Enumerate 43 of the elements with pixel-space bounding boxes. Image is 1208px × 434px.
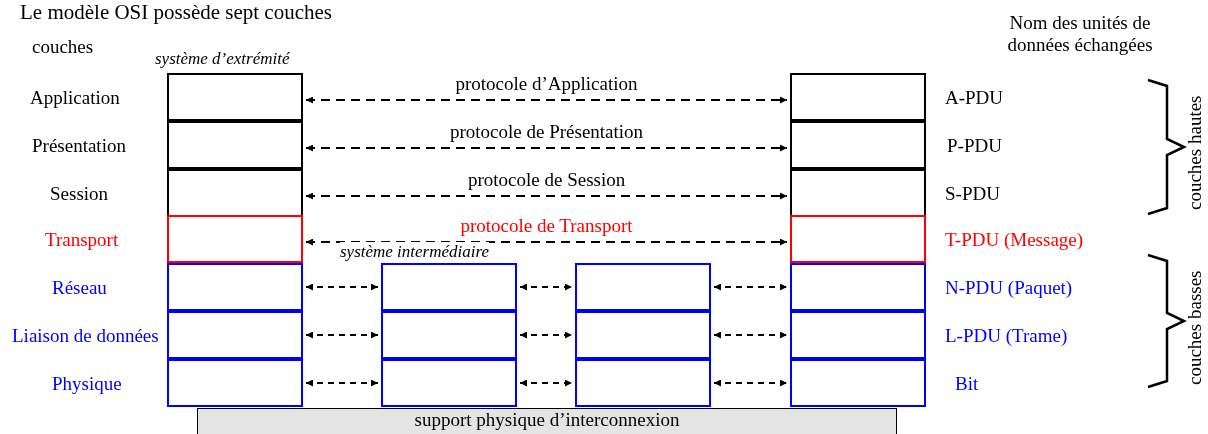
layer-box [167,263,303,311]
pdu-name: L-PDU (Trame) [945,325,1068,347]
layer-name: Session [50,183,109,205]
layer-box [790,73,926,121]
layer-name: Liaison de données [12,325,159,347]
layer-box [790,311,926,359]
layer-box [575,311,711,359]
layer-box [575,359,711,407]
pdu-name: S-PDU [945,183,1000,205]
column-heading: couches [32,36,94,58]
support-bar [197,408,897,434]
group-label: couches hautes [1184,94,1206,213]
layer-box [167,121,303,169]
title: Le modèle OSI possède sept couches [20,0,332,25]
group-label: couches basses [1184,269,1206,388]
layer-name: Physique [52,373,122,395]
support-label: support physique d’interconnexion [414,409,680,430]
layer-name: Transport [45,229,119,251]
pdu-name: P-PDU [947,135,1002,157]
pdu-name: Bit [955,373,979,395]
layer-box [575,263,711,311]
layer-box [790,215,926,263]
layer-box [790,169,926,217]
system-label: système d’extrémité [155,49,290,69]
pdu-name: A-PDU [945,87,1004,109]
system-label: système intermédiaire [340,242,490,262]
layer-box [167,359,303,407]
layer-box [790,263,926,311]
layer-box [790,359,926,407]
layer-name: Présentation [32,135,126,157]
layer-name: Réseau [52,277,107,299]
layer-box [167,311,303,359]
layer-box [381,311,517,359]
layer-box [167,169,303,217]
layer-box [790,121,926,169]
pdu-name: T-PDU (Message) [945,229,1084,251]
layer-box [167,73,303,121]
pdu-name: N-PDU (Paquet) [945,277,1073,299]
layer-box [381,263,517,311]
layer-name: Application [30,87,120,109]
layer-box [167,215,303,263]
column-heading: Nom des unités de données échangées [1006,12,1154,56]
layer-box [381,359,517,407]
